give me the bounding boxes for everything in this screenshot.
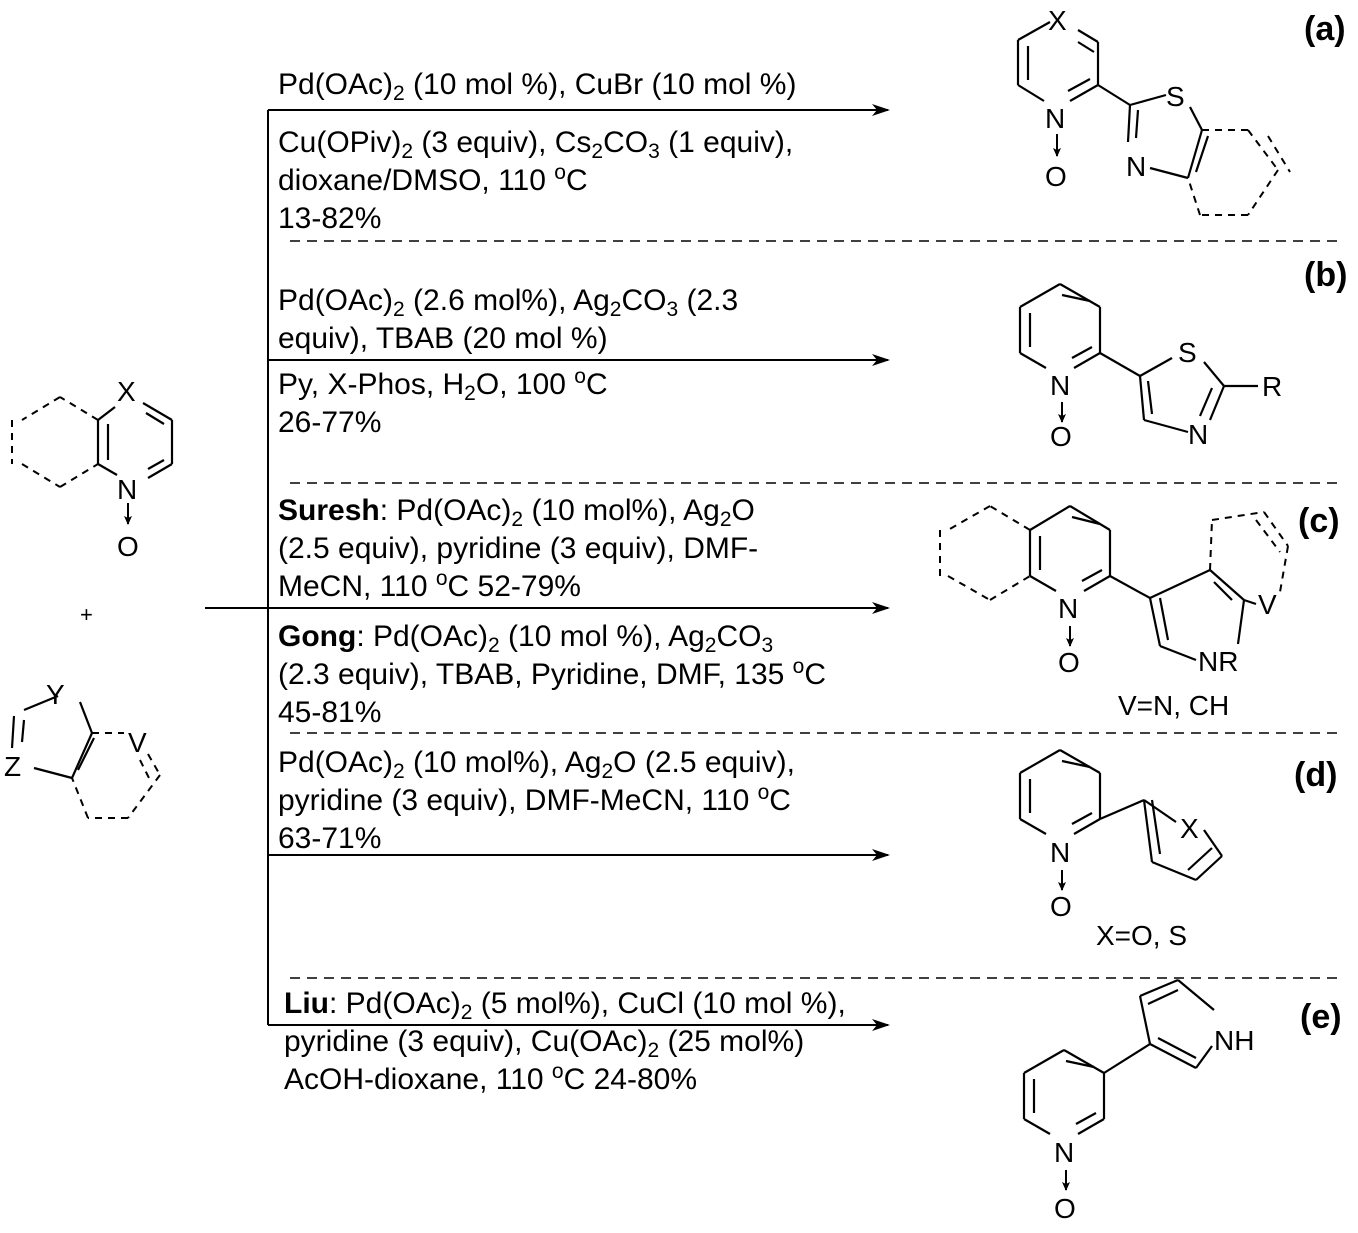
cond-b-above-line-2: equiv), TBAB (20 mol %)	[278, 322, 608, 355]
panel-label-b: (b)	[1304, 256, 1348, 294]
panel-separators	[290, 240, 1340, 979]
product-a-atom-n: N	[1045, 103, 1065, 134]
product-b-structure	[1018, 283, 1258, 434]
conditions-c-above: Suresh: Pd(OAc)2 (10 mol%), Ag2O (2.5 eq…	[278, 492, 758, 606]
panel-label-d: (d)	[1294, 756, 1338, 794]
cond-c-above-line-3: MeCN, 110 oC 52-79%	[278, 567, 581, 603]
product-c-note: V=N, CH	[1118, 690, 1230, 721]
atom-n: N	[117, 474, 137, 505]
conditions-b-above: Pd(OAc)2 (2.6 mol%), Ag2CO3 (2.3 equiv),…	[278, 282, 738, 358]
conditions-d-above: Pd(OAc)2 (10 mol%), Ag2O (2.5 equiv), py…	[278, 744, 795, 858]
product-e-atom-n: N	[1054, 1137, 1074, 1168]
product-a-atom-s: S	[1166, 81, 1185, 112]
atom-y: Y	[46, 679, 65, 710]
product-d-structure	[1018, 749, 1223, 891]
plus-sign: +	[80, 602, 93, 627]
product-d-atom-n: N	[1050, 837, 1070, 868]
product-b-atom-n: N	[1050, 370, 1070, 401]
panel-label-a: (a)	[1304, 10, 1346, 48]
atom-z: Z	[4, 751, 21, 782]
reactant-azine-n-oxide	[11, 396, 174, 525]
product-c-structure	[939, 505, 1289, 662]
product-b-atom-n2: N	[1188, 419, 1208, 450]
cond-c-above-line-1: Suresh: Pd(OAc)2 (10 mol%), Ag2O	[278, 494, 755, 531]
branch-lines	[205, 104, 890, 1031]
cond-c-below-line-2: (2.3 equiv), TBAB, Pyridine, DMF, 135 oC	[278, 655, 827, 691]
product-e-atom-o: O	[1054, 1193, 1076, 1224]
cond-c-yield: 45-81%	[278, 696, 382, 729]
atom-o: O	[117, 531, 139, 562]
cond-a-yield: 13-82%	[278, 202, 382, 235]
product-b-atom-s: S	[1178, 337, 1197, 368]
cond-b-above-line-1: Pd(OAc)2 (2.6 mol%), Ag2CO3 (2.3	[278, 284, 739, 321]
product-a-structure	[1016, 21, 1291, 216]
cond-e-above-line-1: Liu: Pd(OAc)2 (5 mol%), CuCl (10 mol %),	[284, 987, 846, 1024]
product-b-atom-r: R	[1262, 371, 1282, 402]
conditions-a-below: Cu(OPiv)2 (3 equiv), Cs2CO3 (1 equiv), d…	[278, 124, 793, 238]
cond-d-above-line-2: pyridine (3 equiv), DMF-MeCN, 110 oC	[278, 781, 791, 817]
product-a-atom-o: O	[1045, 161, 1067, 192]
panel-label-c: (c)	[1298, 502, 1340, 540]
conditions-e-above: Liu: Pd(OAc)2 (5 mol%), CuCl (10 mol %),…	[284, 985, 846, 1099]
cond-d-above-line-1: Pd(OAc)2 (10 mol%), Ag2O (2.5 equiv),	[278, 746, 795, 783]
cond-b-yield: 26-77%	[278, 406, 382, 439]
cond-a-above-line-1: Pd(OAc)2 (10 mol %), CuBr (10 mol %)	[278, 68, 797, 105]
cond-a-below-line-1: Cu(OPiv)2 (3 equiv), Cs2CO3 (1 equiv),	[278, 126, 794, 163]
cond-c-below-line-1: Gong: Pd(OAc)2 (10 mol %), Ag2CO3	[278, 620, 774, 657]
cond-e-above-line-2: pyridine (3 equiv), Cu(OAc)2 (25 mol%)	[284, 1025, 805, 1062]
product-d-atom-o: O	[1050, 891, 1072, 922]
conditions-c-below: Gong: Pd(OAc)2 (10 mol %), Ag2CO3 (2.3 e…	[278, 618, 826, 732]
panel-label-e: (e)	[1300, 998, 1342, 1036]
product-a-atom-x: X	[1048, 5, 1067, 36]
cond-e-above-line-3: AcOH-dioxane, 110 oC 24-80%	[284, 1060, 698, 1096]
conditions-a-above: Pd(OAc)2 (10 mol %), CuBr (10 mol %)	[278, 66, 796, 104]
cond-d-yield: 63-71%	[278, 822, 382, 855]
product-e-atom-nh: NH	[1214, 1025, 1254, 1056]
product-c-atom-o: O	[1058, 647, 1080, 678]
product-c-atom-n: N	[1058, 593, 1078, 624]
cond-a-below-line-2: dioxane/DMSO, 110 oC	[278, 161, 588, 197]
cond-b-below-line-1: Py, X-Phos, H2O, 100 oC	[278, 365, 608, 405]
product-d-note: X=O, S	[1096, 920, 1188, 951]
product-a-atom-n2: N	[1126, 151, 1146, 182]
product-c-atom-v: V	[1258, 589, 1277, 620]
product-c-atom-nr: NR	[1198, 646, 1238, 677]
conditions-b-below: Py, X-Phos, H2O, 100 oC 26-77%	[278, 366, 608, 442]
reactant-heteroarene	[10, 694, 161, 819]
atom-v: V	[128, 727, 147, 758]
product-e-structure	[1022, 978, 1215, 1191]
atom-x: X	[117, 376, 136, 407]
product-d-atom-x: X	[1180, 813, 1199, 844]
cond-c-above-line-2: (2.5 equiv), pyridine (3 equiv), DMF-	[278, 532, 759, 565]
product-b-atom-o: O	[1050, 421, 1072, 452]
